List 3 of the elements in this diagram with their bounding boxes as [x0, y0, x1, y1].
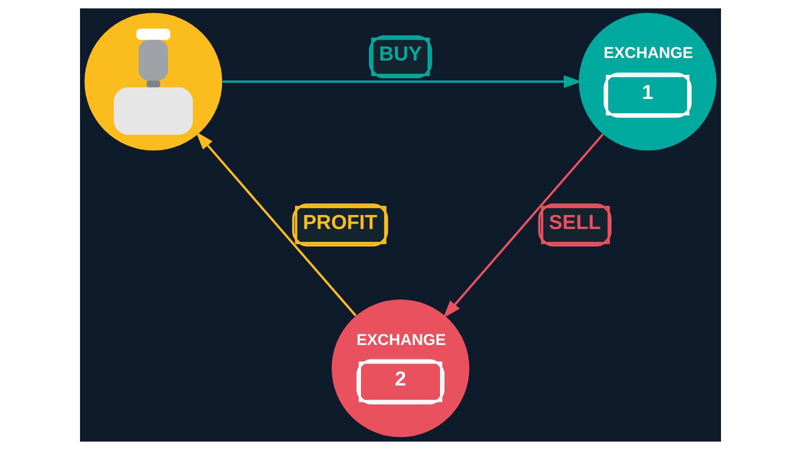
edge-label: SELL — [548, 212, 600, 234]
edge-label: PROFIT — [302, 212, 377, 234]
edge-label: BUY — [378, 44, 422, 66]
